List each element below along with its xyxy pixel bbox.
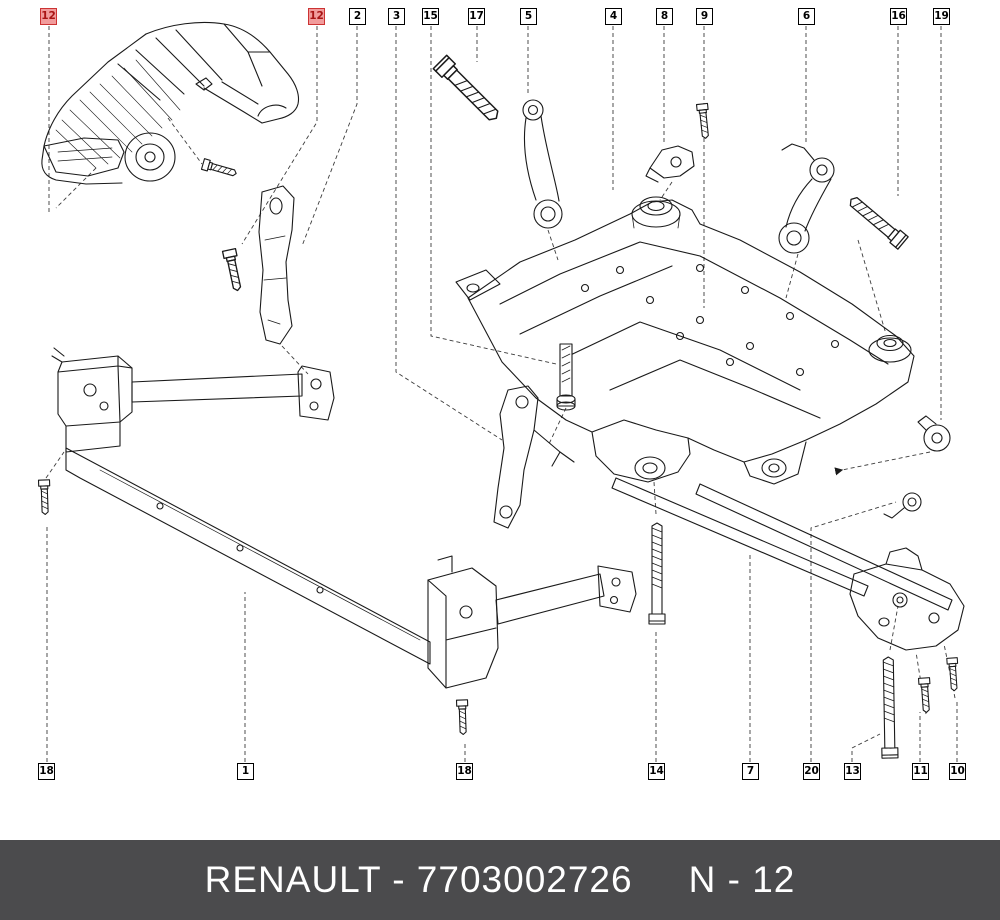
reference-banner: RENAULT - 7703002726 N - 12 (0, 840, 1000, 920)
callout-20[interactable]: 20 (803, 763, 820, 780)
leader-lines (45, 26, 958, 762)
callout-18[interactable]: 18 (456, 763, 473, 780)
crossmember-drawing (51, 347, 637, 689)
subframe-drawing (455, 196, 953, 611)
bracket-3 (493, 385, 575, 529)
callout-8[interactable]: 8 (656, 8, 673, 25)
callout-15[interactable]: 15 (422, 8, 439, 25)
callout-12[interactable]: 12 (308, 8, 325, 25)
callout-17[interactable]: 17 (468, 8, 485, 25)
screw-18-left (37, 479, 52, 516)
screw-12-upper (200, 158, 239, 180)
callout-1[interactable]: 1 (237, 763, 254, 780)
callout-19[interactable]: 19 (933, 8, 950, 25)
stud-15 (556, 343, 576, 411)
exploded-parts-drawing (37, 21, 965, 762)
washer-19 (917, 415, 951, 452)
callout-9[interactable]: 9 (696, 8, 713, 25)
stay-bracket (849, 547, 965, 651)
bolt-14 (648, 522, 666, 625)
callout-13[interactable]: 13 (844, 763, 861, 780)
bracket-2 (258, 185, 295, 345)
link-6 (778, 143, 835, 254)
callout-6[interactable]: 6 (798, 8, 815, 25)
callout-2[interactable]: 2 (349, 8, 366, 25)
banner-part-number: RENAULT - 7703002726 (204, 859, 633, 900)
callout-5[interactable]: 5 (520, 8, 537, 25)
callout-18[interactable]: 18 (38, 763, 55, 780)
callout-12[interactable]: 12 (40, 8, 57, 25)
bolt-16 (845, 192, 909, 250)
screw-18-mid (455, 699, 470, 736)
bolt-13 (879, 656, 899, 759)
banner-plate-number: N - 12 (688, 859, 796, 900)
clip-20 (883, 492, 922, 519)
link-5 (522, 99, 563, 229)
bracket-8 (645, 145, 695, 183)
callout-14[interactable]: 14 (648, 763, 665, 780)
bolt-17 (432, 54, 504, 126)
callout-10[interactable]: 10 (949, 763, 966, 780)
callout-4[interactable]: 4 (605, 8, 622, 25)
callout-3[interactable]: 3 (388, 8, 405, 25)
car-illustration (41, 21, 300, 185)
screw-12-lower (221, 247, 245, 293)
callout-7[interactable]: 7 (742, 763, 759, 780)
screw-11 (917, 677, 933, 714)
bolt-9 (695, 102, 712, 140)
screw-10 (946, 657, 961, 692)
callout-11[interactable]: 11 (912, 763, 929, 780)
callout-16[interactable]: 16 (890, 8, 907, 25)
